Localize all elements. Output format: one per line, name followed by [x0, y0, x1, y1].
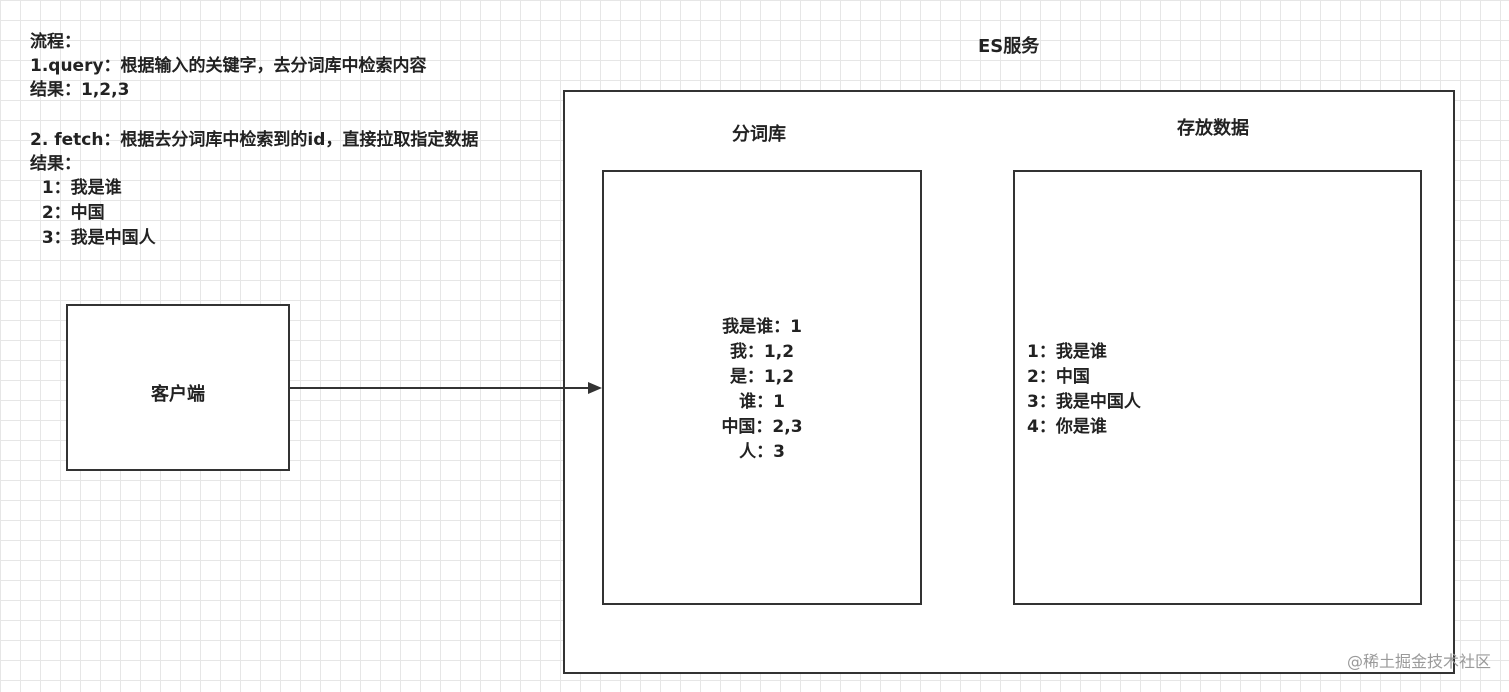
step1-result: 结果：1,2,3	[30, 80, 130, 100]
tokenizer-title: 分词库	[732, 124, 786, 145]
tokenizer-entry: 是：1,2	[729, 367, 795, 387]
storage-entry: 2：中国	[1027, 367, 1090, 387]
step2-fetch: 2. fetch：根据去分词库中检索到的id，直接拉取指定数据	[30, 130, 479, 150]
client-box[interactable]: 客户端	[66, 304, 290, 471]
step2-result-label: 结果：	[30, 154, 81, 174]
step2-result-item: 1：我是谁	[30, 178, 122, 198]
tokenizer-entry: 我：1,2	[729, 342, 795, 362]
storage-entry: 4：你是谁	[1027, 417, 1107, 437]
client-label: 客户端	[151, 384, 205, 405]
tokenizer-entry: 人：3	[739, 442, 785, 462]
tokenizer-entry: 我是谁：1	[722, 317, 802, 337]
tokenizer-entry: 中国：2,3	[721, 417, 803, 437]
storage-title: 存放数据	[1177, 118, 1249, 139]
storage-entry: 1：我是谁	[1027, 342, 1107, 362]
storage-box[interactable]: 1：我是谁 2：中国 3：我是中国人 4：你是谁	[1013, 170, 1422, 605]
tokenizer-entry: 谁：1	[739, 392, 785, 412]
storage-entry: 3：我是中国人	[1027, 392, 1141, 412]
flow-title: 流程：	[30, 32, 81, 52]
arrow-head-icon	[588, 382, 602, 394]
watermark: @稀土掘金技术社区	[1346, 652, 1491, 671]
step2-result-item: 2：中国	[30, 203, 105, 223]
step2-result-item: 3：我是中国人	[30, 228, 156, 248]
tokenizer-box[interactable]: 我是谁：1 我：1,2 是：1,2 谁：1 中国：2,3 人：3	[602, 170, 922, 605]
storage-entries: 1：我是谁 2：中国 3：我是中国人 4：你是谁	[1027, 340, 1141, 440]
tokenizer-entries: 我是谁：1 我：1,2 是：1,2 谁：1 中国：2,3 人：3	[604, 315, 920, 465]
es-service-title: ES服务	[978, 36, 1040, 57]
step1-query: 1.query：根据输入的关键字，去分词库中检索内容	[30, 56, 427, 76]
